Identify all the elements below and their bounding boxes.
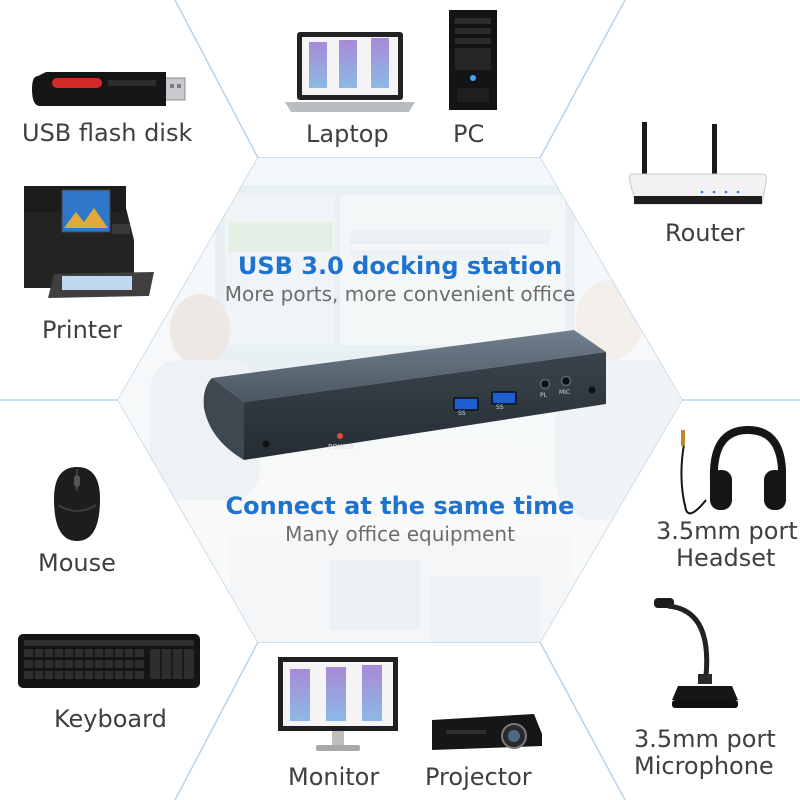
usb-port-label-1: SS xyxy=(458,410,466,417)
laptop-icon xyxy=(285,32,415,112)
mouse-label: Mouse xyxy=(38,549,116,577)
audio-port-label-pl: PL xyxy=(540,392,547,399)
headset-label-line1: 3.5mm port xyxy=(656,517,798,545)
laptop-label: Laptop xyxy=(306,120,389,148)
printer-icon xyxy=(24,186,154,298)
audio-port-label-mic: MIC xyxy=(559,389,571,396)
projector-icon xyxy=(432,714,542,750)
microphone-label-line1: 3.5mm port xyxy=(634,725,776,753)
usb-port-label-2: SS xyxy=(496,404,504,411)
product-subtitle: More ports, more convenient office xyxy=(224,282,576,306)
router-label: Router xyxy=(665,219,745,247)
keyboard-icon xyxy=(18,634,200,688)
usb-flash-disk-label: USB flash disk xyxy=(22,119,193,147)
mouse-icon xyxy=(54,467,100,541)
pc-label: PC xyxy=(453,120,485,148)
router-icon xyxy=(628,122,767,205)
monitor-icon xyxy=(278,657,398,751)
headset-icon xyxy=(680,425,786,515)
projector-label: Projector xyxy=(425,763,532,791)
microphone-icon xyxy=(654,598,738,708)
product-title: USB 3.0 docking station xyxy=(237,252,563,280)
microphone-label-line2: Microphone xyxy=(634,752,774,780)
headset-label-line2: Headset xyxy=(676,544,776,572)
usb-flash-disk-icon xyxy=(32,72,186,106)
power-label: POWER xyxy=(328,443,354,451)
monitor-label: Monitor xyxy=(288,763,380,791)
connect-subtitle: Many office equipment xyxy=(285,522,515,546)
pc-tower-icon xyxy=(449,10,497,110)
docking-station-illustration xyxy=(203,330,606,460)
keyboard-label: Keyboard xyxy=(54,705,167,733)
printer-label: Printer xyxy=(42,316,122,344)
connect-title: Connect at the same time xyxy=(225,492,575,520)
